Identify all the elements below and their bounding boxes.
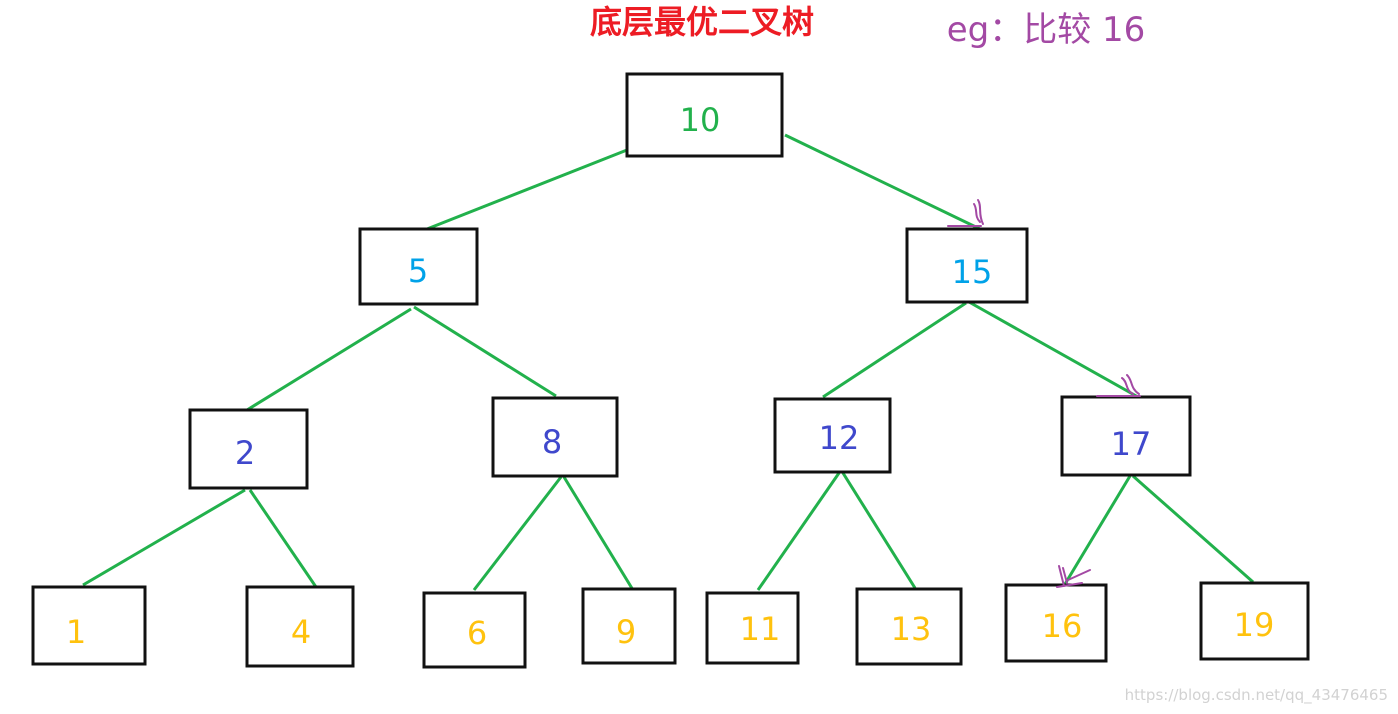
node-label: 15 (952, 253, 993, 291)
node-8: 8 (491, 396, 619, 478)
edge-2-1 (82, 488, 246, 587)
diagram-title: 底层最优二叉树 (590, 3, 814, 41)
node-label: 17 (1111, 425, 1152, 463)
search-path-marks (947, 199, 1141, 588)
node-label: 4 (291, 613, 311, 651)
edge-8-6 (472, 476, 563, 591)
node-5: 5 (358, 227, 479, 306)
edge-10-5 (426, 148, 628, 231)
node-label: 19 (1234, 606, 1275, 644)
edge-12-13 (841, 472, 917, 589)
node-label: 11 (740, 610, 781, 648)
node-16: 16 (1004, 583, 1108, 663)
node-label: 1 (66, 613, 86, 651)
node-label: 5 (408, 252, 428, 290)
tree-nodes: 10 5 15 2 8 12 17 1 (31, 72, 1310, 669)
watermark: https://blog.csdn.net/qq_43476465 (1125, 686, 1388, 705)
edge-8-9 (562, 476, 635, 591)
node-label: 13 (891, 610, 932, 648)
edge-10-15 (784, 133, 981, 231)
node-12: 12 (773, 397, 892, 474)
edge-12-11 (756, 472, 841, 591)
tree-edges (82, 133, 1254, 591)
edge-5-8 (413, 305, 557, 398)
edge-15-12 (822, 301, 967, 399)
node-17: 17 (1060, 395, 1192, 477)
edge-5-2 (246, 307, 412, 412)
node-label: 6 (467, 614, 487, 652)
edge-17-19 (1132, 474, 1254, 584)
node-9: 9 (581, 587, 677, 665)
edge-17-16 (1063, 475, 1132, 585)
search-mark-15-arrow (947, 199, 984, 227)
edge-15-17 (968, 300, 1139, 399)
node-label: 2 (235, 434, 255, 472)
edge-2-4 (248, 489, 318, 588)
node-10: 10 (625, 72, 784, 158)
node-15: 15 (905, 227, 1029, 304)
example-annotation: eg：比较 16 (947, 10, 1146, 50)
node-label: 8 (542, 423, 562, 461)
node-1: 1 (31, 585, 147, 666)
node-label: 12 (819, 419, 860, 457)
search-mark-17-arrow (1096, 374, 1141, 397)
node-label: 16 (1042, 607, 1083, 645)
node-11: 11 (705, 591, 800, 665)
node-2: 2 (188, 408, 309, 490)
node-label: 9 (616, 613, 636, 651)
node-label: 10 (680, 101, 721, 139)
node-13: 13 (855, 587, 963, 666)
node-4: 4 (245, 585, 355, 668)
node-19: 19 (1199, 581, 1310, 661)
node-6: 6 (422, 591, 527, 669)
search-mark-16-arrow (1056, 565, 1091, 588)
